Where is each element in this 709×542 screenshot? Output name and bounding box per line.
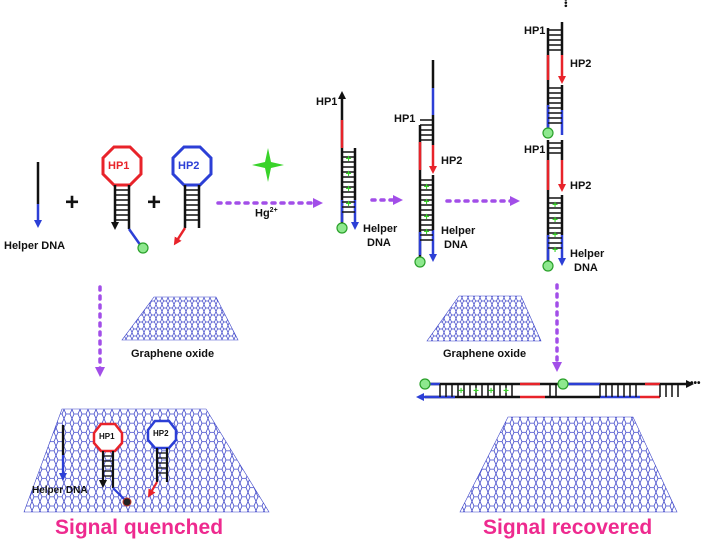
- svg-text:+: +: [552, 245, 558, 256]
- plus-sign-2: +: [147, 189, 162, 216]
- hp2-loop-label: HP2: [178, 160, 200, 172]
- svg-text:+: +: [346, 154, 352, 165]
- hp1-hairpin: [101, 145, 149, 254]
- chain-hp1-label-bottom: HP1: [524, 144, 546, 156]
- reaction-arrows: [95, 195, 562, 377]
- label-hg: Hg2+: [255, 207, 278, 220]
- chain-ellipsis-top: •••: [561, 0, 571, 8]
- quenched-hp1-label: HP1: [99, 432, 115, 441]
- svg-text:+: +: [458, 386, 464, 397]
- quenched-hp1: [92, 422, 132, 507]
- complex-hp1-helper: + + + +: [336, 91, 359, 234]
- chain-dna-label: DNA: [574, 262, 598, 274]
- fluorophore-dot: [137, 242, 149, 254]
- svg-text:+: +: [346, 169, 352, 180]
- svg-text:+: +: [488, 386, 494, 397]
- svg-text:+: +: [552, 200, 558, 211]
- svg-text:+: +: [346, 184, 352, 195]
- chain-hp1-label-top: HP1: [524, 25, 546, 37]
- complex1-hp1-label: HP1: [316, 96, 338, 108]
- svg-text:+: +: [424, 227, 430, 238]
- chain-hp2-label-bottom: HP2: [570, 180, 592, 192]
- complex2-helper-label: Helper: [441, 225, 476, 237]
- label-helper-dna: Helper DNA: [4, 240, 66, 252]
- chain-helper-label: Helper: [570, 248, 605, 260]
- svg-text:+: +: [552, 215, 558, 226]
- svg-text:+: +: [503, 386, 509, 397]
- hp1-loop-label: HP1: [108, 160, 130, 172]
- svg-text:+: +: [552, 230, 558, 241]
- horizontal-chain: + + + +: [416, 378, 694, 401]
- svg-text:+: +: [424, 197, 430, 208]
- complex-chain: + + + +: [542, 22, 566, 272]
- signal-quenched-label: Signal quenched: [55, 516, 224, 539]
- hp2-hairpin: [171, 145, 213, 246]
- svg-text:+: +: [424, 182, 430, 193]
- signal-recovered-label: Signal recovered: [483, 516, 653, 539]
- graphene-sheet-recovered: [459, 416, 678, 513]
- quenched-helper-label: Helper DNA: [32, 485, 88, 496]
- quenched-hp2-label: HP2: [153, 429, 169, 438]
- graphene-label-right: Graphene oxide: [443, 348, 527, 360]
- complex2-hp2-label: HP2: [441, 155, 463, 167]
- graphene-label-left: Graphene oxide: [131, 348, 215, 360]
- svg-text:+: +: [346, 199, 352, 210]
- complex1-dna-label: DNA: [367, 237, 391, 249]
- horizontal-ellipsis: •••: [690, 378, 701, 389]
- plus-sign-1: +: [65, 189, 80, 216]
- svg-text:+: +: [473, 386, 479, 397]
- complex-hp1-hp2-helper: + + + +: [414, 60, 437, 268]
- complex2-hp1-label: HP1: [394, 113, 416, 125]
- chain-hp2-label-top: HP2: [570, 58, 592, 70]
- svg-text:+: +: [424, 212, 430, 223]
- quenched-hp2: [146, 419, 178, 498]
- hg-star-icon: [252, 148, 284, 182]
- complex2-dna-label: DNA: [444, 239, 468, 251]
- graphene-sheet-small-right: [426, 295, 542, 342]
- graphene-sheet-quenched: [23, 408, 270, 513]
- complex1-helper-label: Helper: [363, 223, 398, 235]
- graphene-sheet-small-left: [121, 296, 239, 341]
